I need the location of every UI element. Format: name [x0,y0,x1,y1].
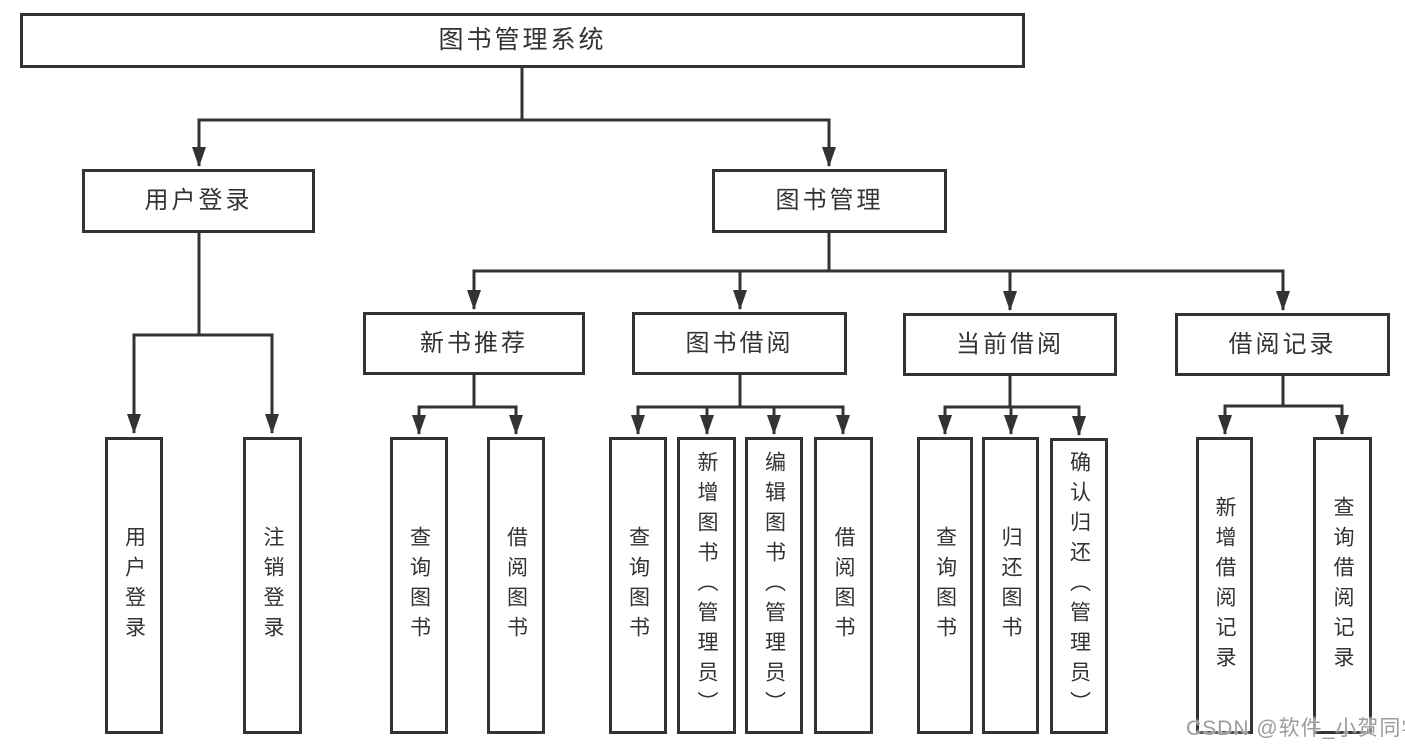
leaf-query-books-current: 查询图书 [917,437,973,734]
leaf-borrow-books-recommend: 借阅图书 [487,437,545,734]
node-user-login: 用户登录 [82,169,315,233]
node-borrowing-records: 借阅记录 [1175,313,1390,376]
leaf-borrow-books-borrowing: 借阅图书 [814,437,873,734]
leaf-label: 借阅图书 [832,525,855,646]
leaf-label: 借阅图书 [504,525,528,646]
leaf-label: 新增借阅记录 [1213,495,1236,676]
leaf-query-books-borrowing: 查询图书 [609,437,667,734]
leaf-label: 注销登录 [261,525,284,646]
leaf-confirm-return-admin: 确认归还（管理员） [1050,438,1108,734]
leaf-label: 编辑图书（管理员） [762,450,786,721]
leaf-label: 归还图书 [999,525,1022,646]
node-label: 图书管理系统 [438,26,607,54]
leaf-label: 查询借阅记录 [1331,495,1354,676]
node-current-borrowing: 当前借阅 [903,313,1117,376]
node-label: 借阅记录 [1228,330,1337,358]
node-label: 图书借阅 [685,329,794,357]
leaf-label: 确认归还（管理员） [1067,451,1091,721]
leaf-label: 用户登录 [122,525,146,646]
node-new-book-recommendation: 新书推荐 [363,312,585,375]
node-label: 图书管理 [775,187,884,214]
node-book-management: 图书管理 [712,169,947,233]
leaf-label: 查询图书 [407,525,431,646]
node-library-management-system: 图书管理系统 [20,13,1025,68]
leaf-return-books: 归还图书 [982,437,1039,734]
leaf-edit-books-admin: 编辑图书（管理员） [745,437,803,734]
leaf-label: 查询图书 [933,525,957,646]
csdn-watermark: CSDN @软件_小贺同学 [1186,717,1405,740]
leaf-label: 新增图书（管理员） [695,450,718,721]
node-label: 新书推荐 [420,329,528,357]
leaf-label: 查询图书 [626,525,650,646]
leaf-user-login: 用户登录 [105,437,163,734]
node-label: 用户登录 [144,187,253,214]
node-book-borrowing: 图书借阅 [632,312,847,375]
leaf-query-books-recommend: 查询图书 [390,437,448,734]
leaf-query-borrow-record: 查询借阅记录 [1313,437,1372,734]
leaf-logout-login: 注销登录 [243,437,302,734]
leaf-add-books-admin: 新增图书（管理员） [677,437,736,734]
leaf-add-borrow-record: 新增借阅记录 [1196,437,1253,734]
node-label: 当前借阅 [956,330,1064,358]
